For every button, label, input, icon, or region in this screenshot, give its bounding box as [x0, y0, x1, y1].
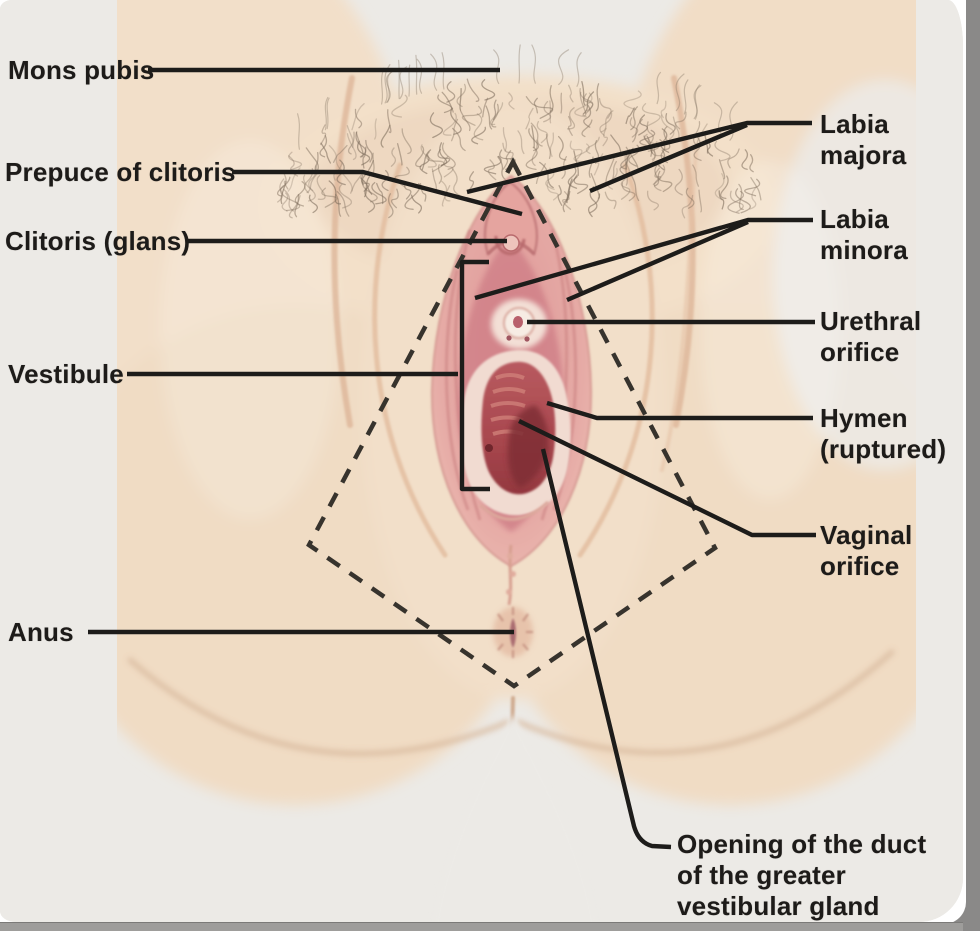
scanned-diagram: Mons pubis Prepuce of clitoris Clitoris … — [0, 0, 963, 922]
vulva-detail — [430, 174, 593, 658]
label-mons-pubis: Mons pubis — [8, 55, 155, 85]
label-hymen-ruptured: Hymen (ruptured) — [820, 403, 947, 464]
anatomy-illustration — [88, 0, 916, 922]
perineal-raphe — [506, 544, 516, 606]
labia-majora-pointer — [466, 120, 812, 195]
label-prepuce-of-clitoris: Prepuce of clitoris — [5, 157, 236, 187]
label-labia-majora: Labia majora — [820, 109, 907, 170]
label-vestibular-gland: Opening of the duct of the greater vesti… — [677, 829, 927, 921]
urethral-orifice-shape — [491, 299, 547, 349]
vaginal-orifice-shape — [461, 349, 571, 521]
prepuce-pointer — [232, 169, 523, 217]
dashed-perineum-outline — [306, 157, 718, 689]
label-labia-minora: Labia minora — [820, 204, 908, 265]
vestibular-gland-duct-opening-shape — [485, 444, 493, 452]
vaginal-orifice-pointer — [518, 419, 816, 538]
labia-minora-pointer — [474, 217, 813, 303]
pointer-lines — [88, 67, 816, 850]
vestibule-bracket — [459, 259, 490, 492]
between-buttocks-gap — [433, 714, 597, 922]
label-clitoris-glans: Clitoris (glans) — [5, 226, 191, 256]
label-vestibule: Vestibule — [8, 359, 124, 389]
hymen-pointer — [546, 400, 813, 421]
vestibular-gland-pointer — [540, 448, 672, 850]
label-vaginal-orifice: Vaginal orifice — [820, 520, 913, 581]
bottom-chrome-bar — [0, 922, 963, 931]
label-anus: Anus — [8, 617, 74, 647]
label-urethral-orifice: Urethral orifice — [820, 306, 922, 367]
